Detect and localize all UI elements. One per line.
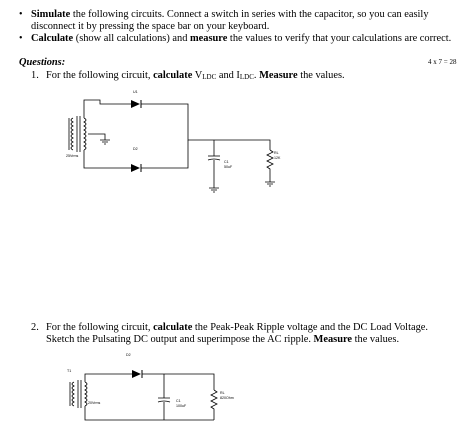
q2-line1-b: the Peak-Peak Ripple voltage and the DC … bbox=[192, 322, 428, 333]
calculate-keyword: Calculate bbox=[31, 33, 74, 44]
ground-symbol-2 bbox=[209, 187, 219, 193]
q1-sub-a: LDC bbox=[202, 73, 217, 81]
question-2-line-1: For the following circuit, calculate the… bbox=[46, 322, 428, 334]
instruction-2-text-a: (show all calculations) and bbox=[73, 33, 190, 44]
diode-2 bbox=[132, 370, 141, 378]
capacitor-1-name: C1 bbox=[224, 160, 229, 164]
diode-top-label: U1 bbox=[133, 90, 138, 94]
resistor-2 bbox=[210, 389, 218, 420]
q2-line2-a: Sketch the Pulsating DC output and super… bbox=[46, 334, 314, 345]
wire-top-left bbox=[83, 99, 131, 118]
instruction-2-text-b: the values to verify that your calculati… bbox=[227, 33, 452, 44]
q2-line2-b: the values. bbox=[352, 334, 400, 345]
transformer-2-name: T1 bbox=[67, 369, 71, 373]
wire-2-top-left bbox=[84, 373, 132, 382]
wire-2-top-right bbox=[142, 373, 215, 390]
resistor-load bbox=[266, 149, 274, 182]
center-tap-wire bbox=[88, 133, 106, 140]
ground-symbol-3 bbox=[265, 181, 275, 187]
capacitor-2-top bbox=[158, 374, 170, 399]
simulate-keyword: Simulate bbox=[31, 9, 71, 20]
diode-top bbox=[131, 100, 140, 108]
bullet-1: • bbox=[19, 9, 23, 20]
q2-calculate: calculate bbox=[153, 322, 193, 333]
capacitor-1-value: 50uF bbox=[224, 165, 233, 169]
transformer-core bbox=[76, 116, 81, 152]
capacitor-2-bottom bbox=[157, 400, 171, 420]
resistor-2-name: RL bbox=[220, 391, 225, 395]
bullet-2: • bbox=[19, 33, 23, 44]
question-2-number: 2. bbox=[31, 322, 39, 333]
questions-heading: Questions: bbox=[19, 57, 66, 68]
diode-2-label: D2 bbox=[126, 353, 131, 357]
q1-calculate: calculate bbox=[153, 70, 193, 81]
q1-measure: Measure bbox=[259, 70, 298, 81]
transformer-secondary-coil bbox=[83, 117, 87, 151]
question-2-line-2: Sketch the Pulsating DC output and super… bbox=[46, 334, 399, 346]
wire-bottom-left bbox=[83, 150, 131, 169]
wire-2-bottom bbox=[84, 406, 214, 421]
q1-text-d: . bbox=[253, 70, 260, 81]
instruction-2: Calculate (show all calculations) and me… bbox=[31, 33, 451, 45]
instruction-1-line-2: disconnect it by pressing the space bar … bbox=[31, 21, 270, 32]
q1-text-c: and I bbox=[216, 70, 240, 81]
ground-symbol-1 bbox=[100, 139, 110, 145]
capacitor-plate-bottom bbox=[207, 158, 221, 161]
capacitor-2-value: 100uF bbox=[176, 404, 187, 408]
q1-text-a: For the following circuit, bbox=[46, 70, 154, 81]
capacitor-2-name: C1 bbox=[176, 399, 181, 403]
q1-text-e: the values. bbox=[297, 70, 345, 81]
resistor-2-value: 820Ohm bbox=[220, 396, 234, 400]
measure-keyword: measure bbox=[190, 33, 228, 44]
q2-measure: Measure bbox=[313, 334, 353, 345]
instruction-1-line-1: Simulate the following circuits. Connect… bbox=[31, 9, 429, 21]
transformer-2-core bbox=[77, 380, 82, 408]
marks-label: 4 x 7 = 28 bbox=[428, 58, 457, 66]
transformer-2-primary-coil bbox=[71, 381, 75, 407]
resistor-1-name: RL bbox=[274, 151, 279, 155]
q1-text-b: V bbox=[192, 70, 203, 81]
q2-line1-a: For the following circuit, bbox=[46, 322, 154, 333]
q1-sub-b: LDC bbox=[239, 73, 254, 81]
wire-bottom-right bbox=[141, 140, 189, 169]
transformer-1-label: 25Vrms bbox=[66, 154, 78, 158]
transformer-2-secondary-coil bbox=[84, 381, 88, 407]
instruction-1-text-a: the following circuits. Connect a switch… bbox=[70, 9, 429, 20]
question-1-text: For the following circuit, calculate VLD… bbox=[46, 70, 345, 83]
transformer-primary-coil bbox=[70, 117, 74, 151]
resistor-1-value: 12K bbox=[274, 156, 281, 160]
diode-bottom bbox=[131, 164, 140, 172]
question-1-number: 1. bbox=[31, 70, 39, 81]
diode-bottom-label: D2 bbox=[133, 147, 138, 151]
transformer-2-label: 20Vrms bbox=[88, 401, 100, 405]
